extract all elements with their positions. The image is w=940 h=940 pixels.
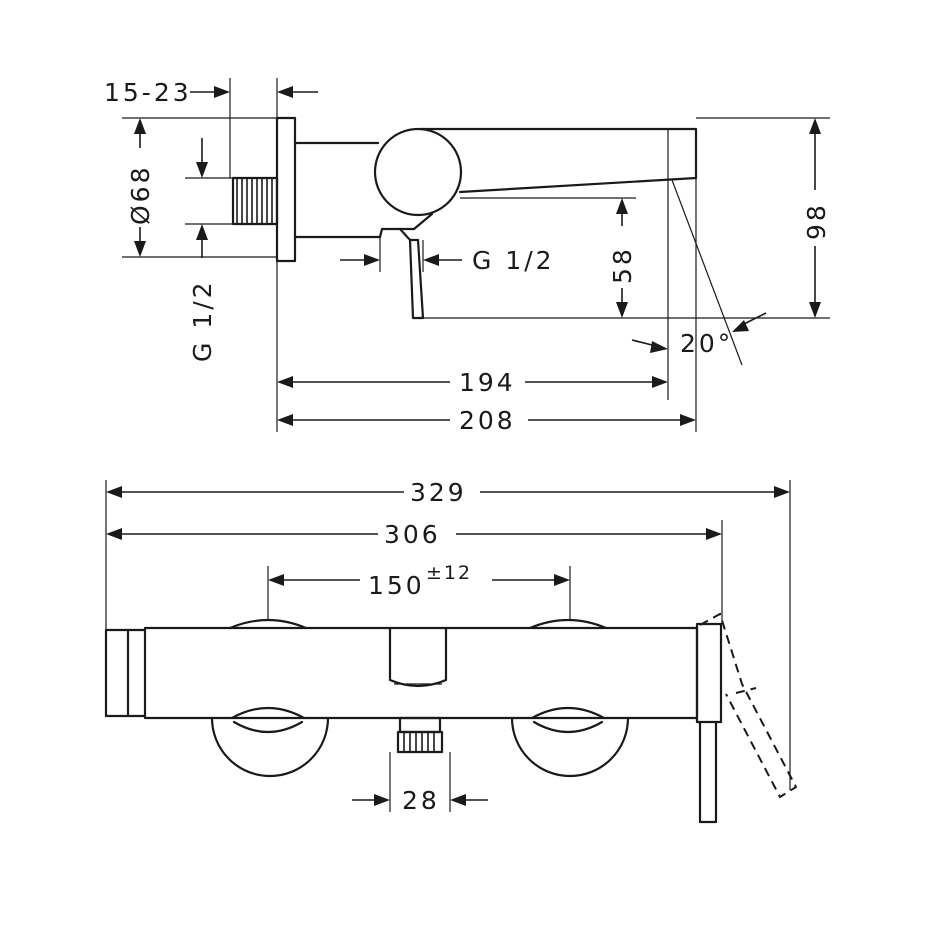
dimension-outlet-width: 28 [352, 786, 488, 815]
right-end-cap [695, 622, 723, 724]
outlet-width-label: 28 [402, 786, 440, 815]
dimension-overall-width: 329 [106, 478, 790, 507]
outlet-thread [396, 730, 444, 754]
centers-tolerance-label: ±12 [426, 562, 472, 584]
dimension-thread-vertical: G 1/2 [188, 138, 217, 362]
left-connector-top [228, 618, 308, 630]
right-connector-top [528, 618, 608, 630]
thermostat-knob-side [373, 127, 463, 217]
projection-194-label: 194 [459, 368, 516, 397]
centers-label: 150 [368, 571, 425, 600]
dimension-thread-horizontal: G 1/2 [340, 246, 555, 275]
thread-hatch [236, 178, 273, 224]
dimension-spout-height: 58 [608, 198, 637, 318]
thread-vertical-label: G 1/2 [188, 279, 217, 362]
dimension-diameter: Ø68 [126, 118, 155, 257]
right-escutcheon-inner-lower [532, 720, 604, 733]
left-escutcheon-outer [210, 716, 330, 778]
side-view: 15-23 Ø68 G 1/2 G 1/2 [104, 78, 831, 435]
left-escutcheon-inner-lower [232, 720, 304, 733]
front-view: 329 306 150 ±12 28 [104, 478, 798, 824]
projection-208-label: 208 [459, 406, 516, 435]
threaded-connector [231, 176, 279, 226]
mixer-body-side [293, 141, 382, 239]
diameter-label: Ø68 [126, 165, 155, 226]
body-neck [378, 212, 434, 239]
spout-height-label: 58 [608, 246, 637, 284]
dimension-body-width: 306 [106, 520, 722, 549]
mixer-body-front [143, 626, 699, 720]
right-escutcheon-outer [510, 716, 630, 778]
body-width-label: 306 [384, 520, 441, 549]
dimension-projection-194: 194 [277, 368, 668, 397]
spout-outline [418, 127, 698, 194]
spout-front [388, 626, 448, 688]
wall-escutcheon [275, 116, 297, 263]
wall-offset-label: 15-23 [104, 78, 192, 107]
overall-width-label: 329 [410, 478, 467, 507]
angle-label: 20° [680, 329, 733, 358]
dimension-wall-offset: 15-23 [104, 78, 318, 107]
outlet-neck [398, 716, 442, 734]
diverter-lever-front [698, 720, 718, 824]
angle-reference-line [671, 179, 743, 366]
dimension-total-height: 98 [802, 118, 831, 318]
left-end-cap [104, 628, 130, 718]
lever-swing-joint [735, 687, 757, 694]
total-height-label: 98 [802, 202, 831, 240]
outlet-thread-hatch [403, 732, 435, 752]
left-escutcheon-inner [230, 707, 306, 720]
dimension-angle: 20° [631, 312, 767, 358]
right-escutcheon-inner [530, 707, 606, 720]
thread-horizontal-label: G 1/2 [472, 246, 555, 275]
dimension-projection-208: 208 [277, 406, 696, 435]
dimension-centers: 150 ±12 [268, 562, 570, 600]
lever-swing-outline [699, 612, 798, 799]
lever-pivot [398, 227, 412, 242]
diverter-lever-side [408, 238, 425, 320]
